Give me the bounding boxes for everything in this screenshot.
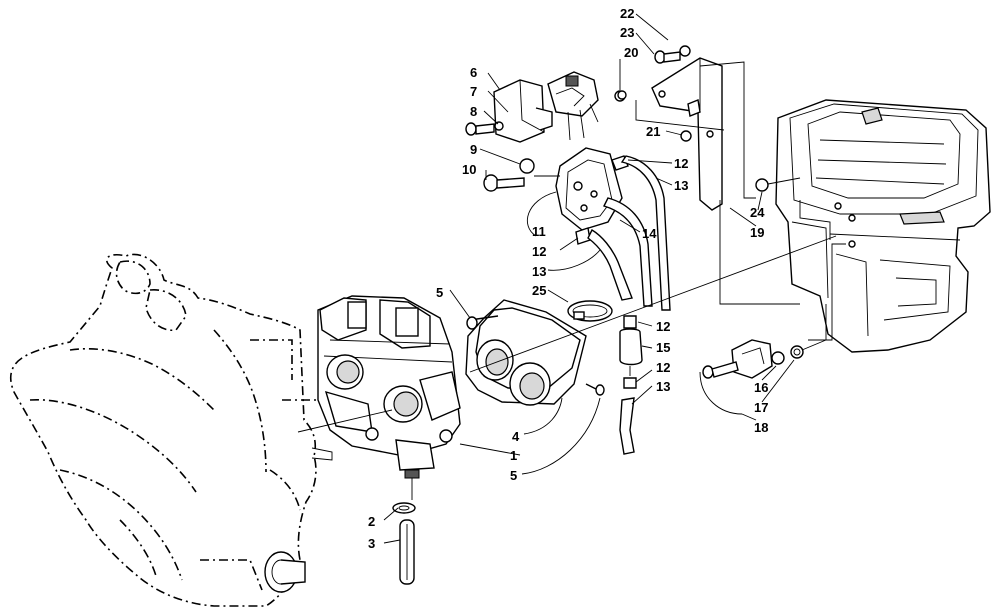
callout-5-bottom: 5 <box>510 468 517 483</box>
callout-4: 4 <box>512 429 520 444</box>
callout-20: 20 <box>624 45 638 60</box>
callout-1: 1 <box>510 448 517 463</box>
callout-5-top: 5 <box>436 285 443 300</box>
alignment-line <box>469 235 837 373</box>
carburetor-assembly <box>297 295 461 479</box>
callout-13-a: 13 <box>674 178 688 193</box>
callout-22: 22 <box>620 6 634 21</box>
callout-21: 21 <box>646 124 660 139</box>
fuel-pump-area <box>465 71 629 245</box>
callout-6: 6 <box>470 65 477 80</box>
callout-13-b: 13 <box>532 264 546 279</box>
callout-8: 8 <box>470 104 477 119</box>
engine-outline <box>9 253 333 607</box>
callout-23: 23 <box>620 25 634 40</box>
callout-24: 24 <box>750 205 765 220</box>
callout-12-d: 12 <box>656 360 670 375</box>
callout-12-b: 12 <box>532 244 546 259</box>
callout-15: 15 <box>656 340 670 355</box>
callout-17: 17 <box>754 400 768 415</box>
callout-14: 14 <box>642 226 657 241</box>
callout-19: 19 <box>750 225 764 240</box>
callout-12-c: 12 <box>656 319 670 334</box>
chassis-tank <box>755 99 991 353</box>
callout-11: 11 <box>532 224 546 239</box>
callout-7: 7 <box>470 84 477 99</box>
callout-12-a: 12 <box>674 156 688 171</box>
sensor-parts <box>699 304 827 415</box>
fuel-filter <box>619 315 643 389</box>
callout-10: 10 <box>462 162 476 177</box>
callout-16: 16 <box>754 380 768 395</box>
callout-3: 3 <box>368 536 375 551</box>
callout-9: 9 <box>470 142 477 157</box>
callout-25: 25 <box>532 283 546 298</box>
leader-lines <box>383 13 795 544</box>
fuel-hoses <box>587 155 671 455</box>
callout-13-c: 13 <box>656 379 670 394</box>
intake-boot <box>465 299 605 406</box>
drain-tube-parts <box>392 478 416 585</box>
callout-numbers: 1 2 3 4 5 5 6 7 8 9 10 11 12 12 12 12 13… <box>368 6 768 551</box>
mounting-bracket <box>617 45 800 305</box>
callout-2: 2 <box>368 514 375 529</box>
hose-clamp <box>567 300 613 322</box>
callout-18: 18 <box>754 420 768 435</box>
